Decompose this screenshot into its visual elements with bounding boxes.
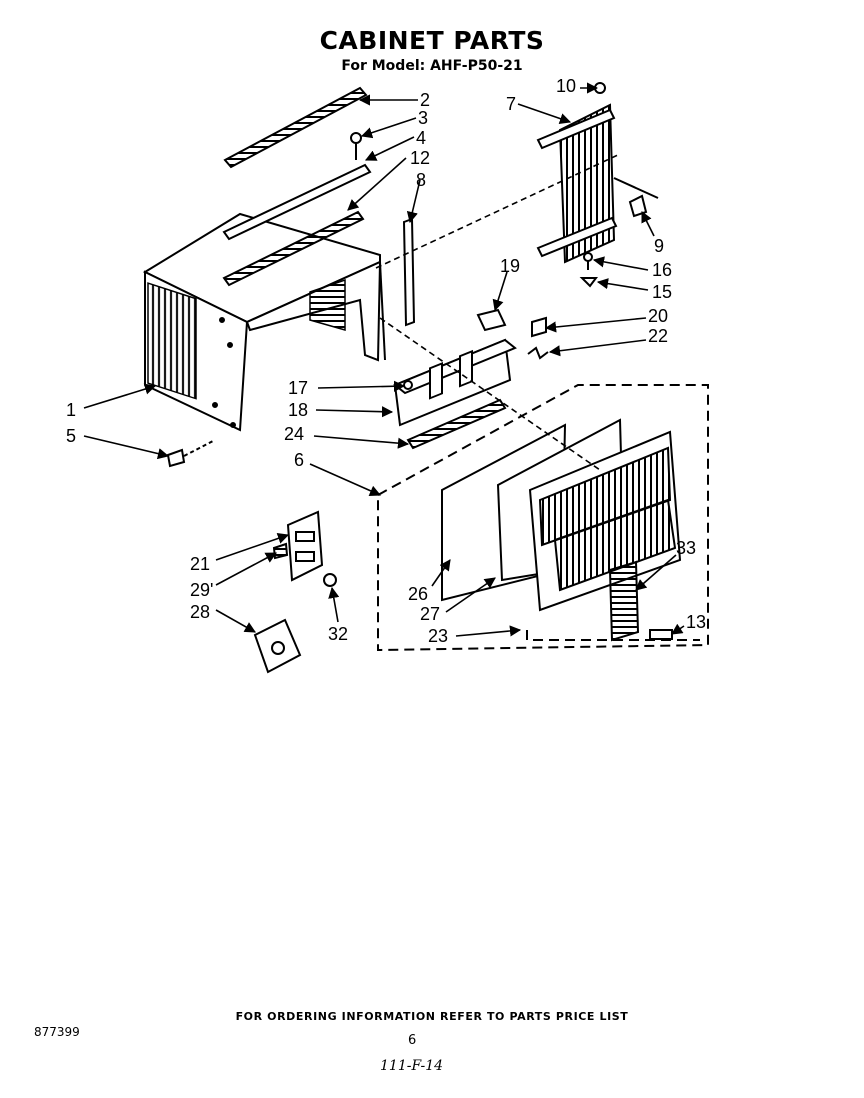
callout-32: 32 [328, 624, 348, 644]
callout-17: 17 [288, 378, 308, 398]
callout-8: 8 [416, 170, 426, 190]
callout-18: 18 [288, 400, 308, 420]
model-subtitle: For Model: AHF-P50-21 [341, 58, 523, 74]
callout-23: 23 [428, 626, 448, 646]
cabinet-screw [166, 439, 216, 468]
cabinet-shell [142, 212, 386, 432]
callout-28: 28 [190, 602, 210, 622]
callout-24: 24 [284, 424, 304, 444]
control-assembly [393, 308, 517, 450]
callout-1: 1 [66, 400, 76, 420]
control-panel-parts [253, 510, 337, 674]
callout-13: 13 [686, 612, 706, 632]
callout-22: 22 [648, 326, 668, 346]
front-grille-group-outline [377, 384, 709, 652]
callout-9: 9 [654, 236, 664, 256]
callout-10: 10 [556, 76, 576, 96]
callout-12: 12 [410, 148, 430, 168]
document-number: 877399 [34, 1025, 80, 1039]
callout-19: 19 [500, 256, 520, 276]
callout-29: 29' [190, 580, 213, 600]
callout-labels: 1 2 3 4 5 6 7 8 9 10 12 13 15 16 17 18 1… [66, 76, 706, 646]
callout-leaders [83, 82, 685, 637]
page-title: CABINET PARTS [319, 26, 545, 55]
vertical-strip [402, 217, 416, 327]
callout-27: 27 [420, 604, 440, 624]
callout-20: 20 [648, 306, 668, 326]
callout-21: 21 [190, 554, 210, 574]
callout-4: 4 [416, 128, 426, 148]
small-hardware [527, 252, 598, 360]
ordering-information-note: FOR ORDERING INFORMATION REFER TO PARTS … [235, 1010, 629, 1023]
page-number: 6 [408, 1033, 417, 1048]
callout-7: 7 [506, 94, 516, 114]
handwritten-date: 111-F-14 [380, 1058, 444, 1074]
callout-26: 26 [408, 584, 428, 604]
top-rails [222, 86, 372, 287]
callout-15: 15 [652, 282, 672, 302]
front-grille-assembly [441, 418, 682, 642]
side-curtain [536, 82, 659, 264]
callout-3: 3 [418, 108, 428, 128]
callout-16: 16 [652, 260, 672, 280]
callout-5: 5 [66, 426, 76, 446]
callout-33: 33 [676, 538, 696, 558]
callout-6: 6 [294, 450, 304, 470]
callout-2: 2 [420, 90, 430, 110]
